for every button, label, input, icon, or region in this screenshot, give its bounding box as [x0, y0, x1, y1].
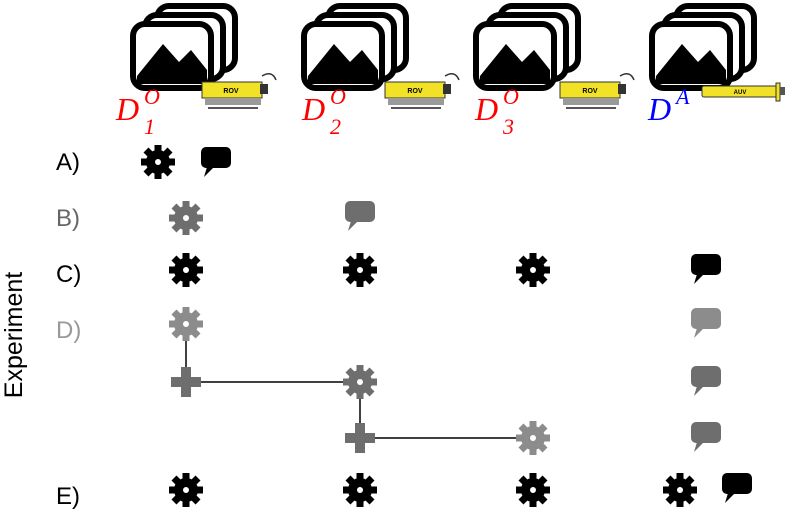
row-e — [169, 473, 752, 507]
axis-label: Experiment — [0, 272, 28, 398]
dataset-symbol-d3: D — [474, 91, 498, 127]
speech-bubble-icon — [201, 147, 231, 177]
rov-label: ROV — [223, 88, 239, 95]
plus-merge-icon — [171, 367, 201, 397]
dataset-header-da: AUV D A — [647, 6, 785, 127]
speech-bubble-icon — [345, 201, 375, 231]
rov-label: ROV — [407, 88, 423, 95]
dataset-sub-d2: 2 — [330, 114, 341, 139]
image-stack-icon — [652, 6, 754, 88]
speech-bubble-icon — [691, 308, 721, 338]
dataset-header-d2: ROV D O 2 — [301, 6, 460, 139]
dataset-header-d1: ROV D O 1 — [115, 6, 277, 139]
dataset-sup-d3: O — [503, 84, 519, 109]
speech-bubble-icon — [691, 366, 721, 396]
dataset-symbol-d1: D — [115, 91, 139, 127]
speech-bubble-icon — [722, 473, 752, 503]
image-stack-icon — [304, 6, 406, 88]
dataset-sub-d3: 3 — [502, 114, 514, 139]
row-label-c: C) — [56, 261, 81, 288]
image-stack-icon — [133, 6, 235, 88]
dataset-sup-d1: O — [144, 84, 160, 109]
row-c — [169, 253, 721, 287]
plus-merge-icon — [345, 423, 375, 453]
dataset-symbol-d2: D — [301, 91, 325, 127]
speech-bubble-icon — [691, 422, 721, 452]
dataset-symbol-da: D — [647, 91, 671, 127]
row-label-e: E) — [56, 483, 80, 510]
row-label-d: D) — [56, 317, 81, 344]
dataset-sup-d2: O — [330, 84, 346, 109]
dataset-header-d3: ROV D O 3 — [474, 6, 635, 139]
dataset-sup-da: A — [674, 84, 690, 109]
row-d — [169, 307, 721, 455]
row-label-b: B) — [56, 205, 80, 232]
rov-label: ROV — [582, 88, 598, 95]
row-a — [141, 145, 231, 179]
speech-bubble-icon — [691, 254, 721, 284]
image-stack-icon — [476, 6, 578, 88]
row-label-a: A) — [56, 149, 80, 176]
dataset-sub-d1: 1 — [144, 114, 155, 139]
row-b — [169, 201, 375, 235]
auv-label: AUV — [734, 90, 747, 96]
